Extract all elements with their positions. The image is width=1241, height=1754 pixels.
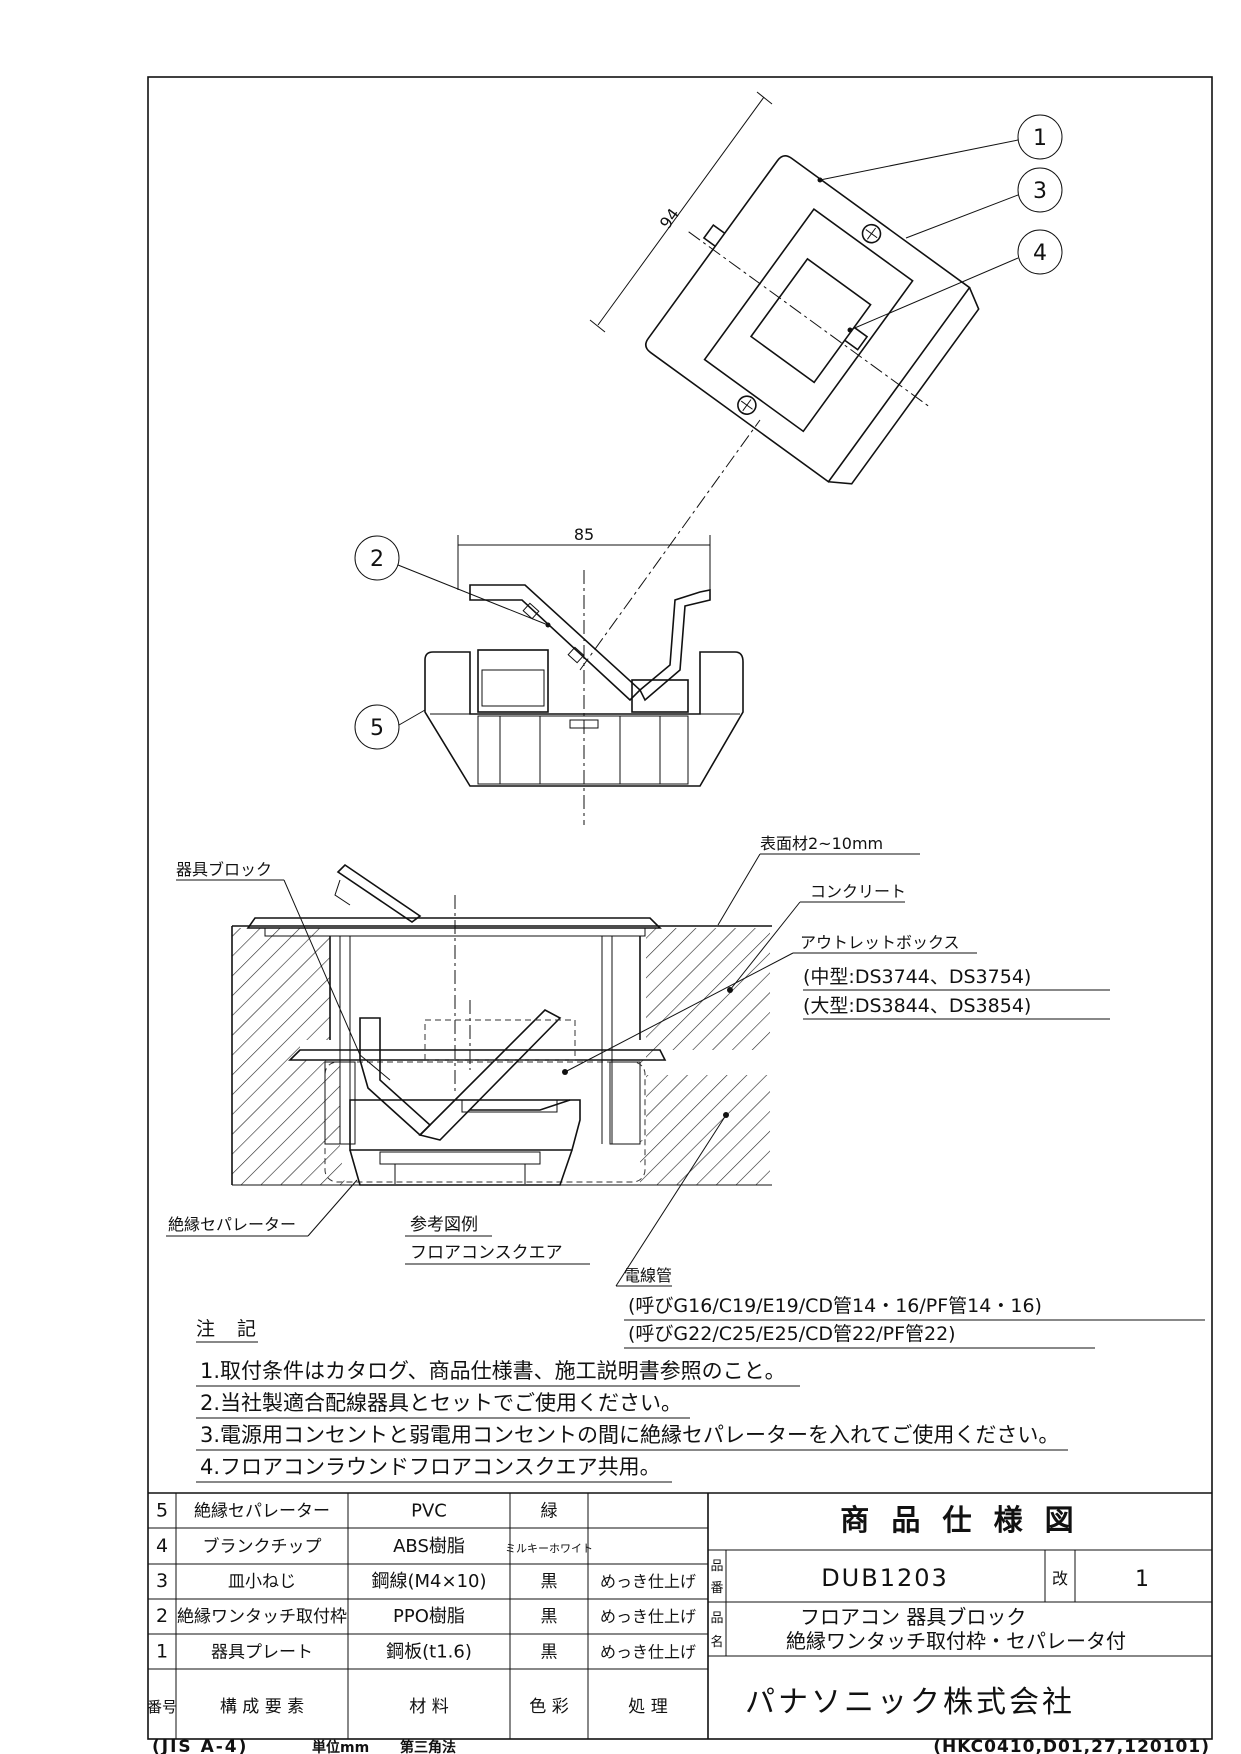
svg-text:2: 2 (370, 547, 384, 572)
number-label-2: 番 (710, 1581, 723, 1596)
parts-row-2-no: 2 (156, 1605, 168, 1627)
doc-title: 商 品 仕 様 図 (840, 1503, 1079, 1537)
company-name: パナソニック株式会社 (745, 1685, 1075, 1720)
parts-row-2-name: 絶縁ワンタッチ取付枠 (177, 1607, 347, 1627)
parts-row-3-name: 皿小ねじ (228, 1572, 296, 1592)
footer-code: (HKC0410,D01,27,120101) (933, 1737, 1210, 1754)
footer-standard: (JIS A-4) (152, 1737, 248, 1754)
header-name: 構 成 要 素 (220, 1697, 304, 1717)
balloon-1: 1 (817, 114, 1063, 183)
block-view: 85 (424, 525, 744, 825)
label-ref-fig: 参考図例 (410, 1215, 478, 1235)
parts-row-2-finish: めっき仕上げ (600, 1607, 696, 1626)
label-conduit: 電線管 (624, 1266, 672, 1285)
header-no: 番号 (147, 1698, 177, 1716)
title-block: 商 品 仕 様 図 品 番 DUB1203 改 1 品 名 フロアコン 器具ブロ… (708, 1503, 1212, 1720)
label-conduit-1: (呼びG16/C19/E19/CD管14・16/PF管14・16) (628, 1295, 1042, 1317)
product-number: DUB1203 (821, 1564, 949, 1592)
parts-row-5-color: 緑 (541, 1502, 558, 1522)
parts-header: 番号 構 成 要 素 材 料 色 彩 処 理 (147, 1697, 668, 1717)
note-4: 4.フロアコンラウンドフロアコンスクエア共用。 (200, 1455, 661, 1479)
svg-text:1: 1 (1033, 126, 1047, 151)
parts-row-5-material: PVC (411, 1501, 447, 1522)
parts-row-1-no: 1 (156, 1640, 168, 1662)
parts-row-3-material: 鋼線(M4×10) (371, 1571, 486, 1592)
dim-94: 94 (656, 205, 683, 233)
parts-row-5-name: 絶縁セパレーター (194, 1502, 330, 1522)
label-ref-name: フロアコンスクエア (410, 1243, 563, 1263)
parts-row-5-no: 5 (156, 1500, 168, 1522)
note-3: 3.電源用コンセントと弱電用コンセントの間に絶縁セパレーターを入れてご使用くださ… (200, 1423, 1059, 1447)
label-fixture-block: 器具ブロック (176, 860, 272, 879)
product-name-1: フロアコン 器具ブロック (800, 1605, 1026, 1629)
parts-row-4-name: ブランクチップ (203, 1536, 322, 1557)
parts-row-3-color: 黒 (541, 1572, 558, 1592)
balloon-5: 5 (354, 704, 426, 750)
label-separator: 絶縁セパレーター (168, 1215, 296, 1234)
label-box-mid: (中型:DS3744、DS3754) (803, 966, 1031, 988)
label-concrete: コンクリート (810, 882, 906, 901)
footer-projection: 第三角法 (400, 1739, 456, 1754)
name-label-1: 品 (710, 1611, 723, 1626)
parts-row-1-color: 黒 (541, 1642, 558, 1662)
footer-unit: 単位mm (312, 1739, 369, 1754)
header-finish: 処 理 (628, 1697, 667, 1717)
header-color: 色 彩 (529, 1697, 568, 1717)
parts-row-3-finish: めっき仕上げ (600, 1572, 696, 1591)
label-conduit-2: (呼びG22/C25/E25/CD管22/PF管22) (628, 1323, 956, 1345)
parts-row-4-material: ABS樹脂 (393, 1536, 465, 1557)
note-2: 2.当社製適合配線器具とセットでご使用ください。 (200, 1391, 682, 1415)
balloon-4: 4 (847, 229, 1063, 333)
parts-row-3-no: 3 (156, 1570, 168, 1592)
label-surface: 表面材2~10mm (760, 834, 883, 853)
svg-text:5: 5 (370, 716, 384, 741)
product-name-2: 絶縁ワンタッチ取付枠・セパレータ付 (786, 1629, 1126, 1653)
parts-row-1-material: 鋼板(t1.6) (386, 1641, 472, 1662)
note-1: 1.取付条件はカタログ、商品仕様書、施工説明書参照のこと。 (200, 1359, 786, 1383)
revision-value: 1 (1135, 1567, 1149, 1592)
revision-label: 改 (1052, 1569, 1068, 1588)
svg-text:4: 4 (1033, 241, 1047, 266)
parts-row-1-name: 器具プレート (211, 1642, 313, 1662)
parts-row-1-finish: めっき仕上げ (600, 1642, 696, 1661)
number-label-1: 品 (710, 1559, 723, 1574)
cross-section (231, 863, 772, 1186)
label-outlet-box: アウトレットボックス (800, 933, 960, 952)
parts-row-4-no: 4 (156, 1535, 168, 1557)
parts-row-4-color: ミルキーホワイト (505, 1542, 593, 1555)
plate-view: 94 (579, 91, 980, 671)
drawing-border (147, 76, 1213, 1740)
header-material: 材 料 (409, 1697, 448, 1717)
balloon-2: 2 (354, 535, 551, 628)
name-label-2: 名 (710, 1634, 723, 1650)
parts-table (148, 1492, 1212, 1739)
dim-85: 85 (574, 525, 594, 544)
notes-heading: 注 記 (196, 1318, 264, 1340)
parts-row-2-material: PPO樹脂 (393, 1606, 465, 1627)
parts-row-2-color: 黒 (541, 1607, 558, 1627)
label-box-large: (大型:DS3844、DS3854) (803, 995, 1031, 1017)
balloon-3: 3 (905, 167, 1063, 239)
svg-text:3: 3 (1033, 179, 1047, 204)
